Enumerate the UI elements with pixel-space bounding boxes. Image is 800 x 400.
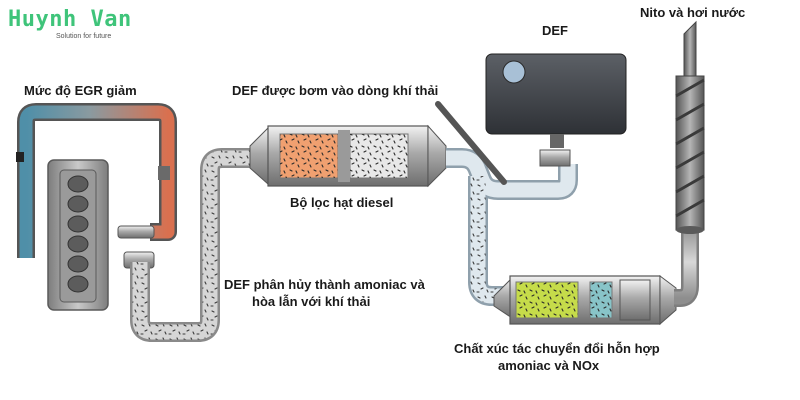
scr-catalyst — [493, 275, 677, 326]
def-injector-line — [435, 101, 507, 185]
exhaust-stack — [675, 20, 705, 234]
brand-logo: Huynh Van Solution for future — [8, 8, 148, 41]
diesel-particulate-filter — [249, 124, 447, 188]
def-decompose-label-line1: DEF phân hủy thành amoniac và — [224, 277, 425, 292]
def-injection-label: DEF được bơm vào dòng khí thải — [232, 83, 439, 98]
exhaust-pipe-to-dpf — [130, 148, 252, 342]
outlet-label: Nito và hơi nước — [640, 5, 746, 20]
engine-cylinders — [67, 175, 89, 293]
def-tank — [485, 53, 627, 167]
dpf-label: Bộ lọc hạt diesel — [290, 195, 394, 210]
egr-label: Mức độ EGR giảm — [24, 83, 137, 98]
brand-logo-tagline: Solution for future — [56, 33, 112, 40]
exhaust-pipe-to-scr — [446, 148, 578, 306]
egr-loop — [16, 103, 177, 258]
scr-label-line1: Chất xúc tác chuyển đổi hỗn hợp — [454, 341, 660, 356]
exhaust-pipe-to-stack — [671, 226, 699, 307]
scr-label-line2: amoniac và NOx — [498, 358, 600, 373]
engine-block — [47, 159, 155, 311]
def-decompose-label-line2: hòa lẫn với khí thải — [252, 294, 371, 309]
def-tank-label: DEF — [542, 23, 568, 38]
brand-logo-name: Huynh Van — [8, 7, 132, 32]
